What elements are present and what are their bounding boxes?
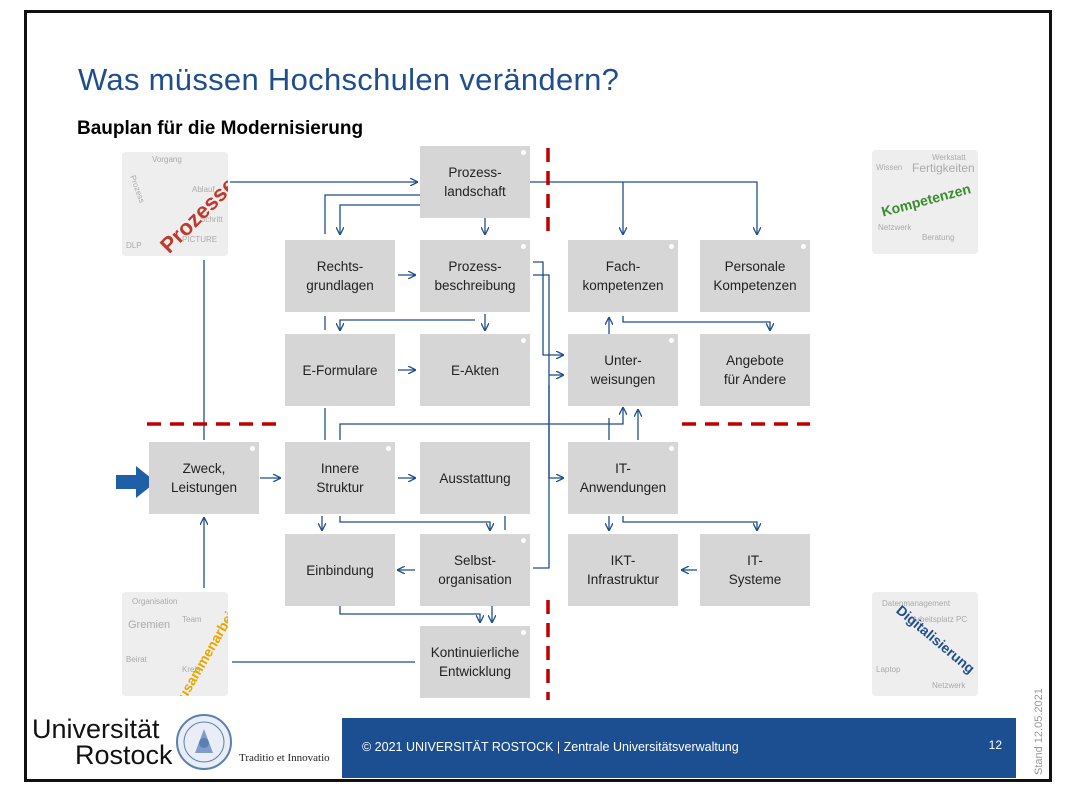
box-kontinuierliche-entwicklung: Kontinuierliche Entwicklung (420, 626, 530, 698)
svg-text:Netzwerk: Netzwerk (878, 223, 912, 232)
box-label: E-Formulare (302, 361, 377, 380)
university-name-line2: Rostock (32, 742, 173, 768)
box-label: Personale Kompetenzen (713, 257, 796, 295)
svg-text:Organisation: Organisation (132, 597, 177, 606)
box-ikt-infrastruktur: IKT- Infrastruktur (568, 534, 678, 606)
svg-text:Vorgang: Vorgang (152, 155, 182, 164)
box-zweck-leistungen: Zweck, Leistungen (149, 442, 259, 514)
svg-text:Team: Team (182, 615, 202, 624)
university-name-line1: Universität (32, 716, 173, 742)
box-label: Selbst- organisation (438, 551, 512, 589)
box-label: Ausstattung (439, 469, 510, 488)
box-label: Innere Struktur (316, 459, 363, 497)
box-label: Zweck, Leistungen (171, 459, 237, 497)
svg-text:Laptop: Laptop (876, 665, 901, 674)
box-unterweisungen: Unter- weisungen (568, 334, 678, 406)
box-e-akten: E-Akten (420, 334, 530, 406)
box-label: Unter- weisungen (591, 351, 656, 389)
svg-text:DLP: DLP (126, 241, 142, 250)
box-personale-kompetenzen: Personale Kompetenzen (700, 240, 810, 312)
svg-text:Netzwerk: Netzwerk (932, 681, 966, 690)
box-rechtsgrundlagen: Rechts- grundlagen (285, 240, 395, 312)
svg-text:Prozess: Prozess (128, 174, 146, 204)
footer-bar: © 2021 UNIVERSITÄT ROSTOCK | Zentrale Un… (342, 718, 1016, 778)
box-it-systeme: IT- Systeme (700, 534, 810, 606)
svg-text:Fertigkeiten: Fertigkeiten (912, 161, 975, 175)
cloud-label: Kompetenzen (880, 180, 973, 219)
university-logo-text: Universität Rostock (32, 716, 173, 768)
page-number: 12 (989, 738, 1002, 752)
box-prozessbeschreibung: Prozess- beschreibung (420, 240, 530, 312)
box-it-anwendungen: IT- Anwendungen (568, 442, 678, 514)
box-label: IT- Systeme (729, 551, 782, 589)
box-einbindung: Einbindung (285, 534, 395, 606)
cloud-label: Digitalisierung (893, 602, 978, 677)
box-label: Prozess- beschreibung (434, 257, 515, 295)
arrow-landschaft-personale (530, 182, 757, 234)
svg-text:Wissen: Wissen (876, 163, 902, 172)
box-label: E-Akten (451, 361, 499, 380)
motto: Traditio et Innovatio (239, 752, 330, 764)
svg-text:Gremien: Gremien (128, 619, 170, 631)
box-selbstorganisation: Selbst- organisation (420, 534, 530, 606)
box-label: Einbindung (306, 561, 374, 580)
box-label: Fach- kompetenzen (582, 257, 663, 295)
footer-copyright: © 2021 UNIVERSITÄT ROSTOCK | Zentrale Un… (362, 740, 739, 754)
stand-date: Stand 12.05.2021 (1033, 688, 1045, 775)
box-prozesslandschaft: Prozess- landschaft (420, 146, 530, 218)
box-fachkompetenzen: Fach- kompetenzen (568, 240, 678, 312)
box-label: IT- Anwendungen (580, 459, 666, 497)
svg-text:Beratung: Beratung (922, 233, 954, 242)
svg-text:Beirat: Beirat (126, 655, 148, 664)
box-ausstattung: Ausstattung (420, 442, 530, 514)
box-label: Prozess- landschaft (444, 163, 506, 201)
box-label: Rechts- grundlagen (306, 257, 374, 295)
box-innere-struktur: Innere Struktur (285, 442, 395, 514)
box-label: Angebote für Andere (724, 351, 786, 389)
box-e-formulare: E-Formulare (285, 334, 395, 406)
box-label: IKT- Infrastruktur (587, 551, 659, 589)
svg-text:Datenmanagement: Datenmanagement (882, 599, 951, 608)
box-label: Kontinuierliche Entwicklung (431, 643, 520, 681)
university-seal-icon (175, 713, 233, 771)
box-angebote: Angebote für Andere (700, 334, 810, 406)
